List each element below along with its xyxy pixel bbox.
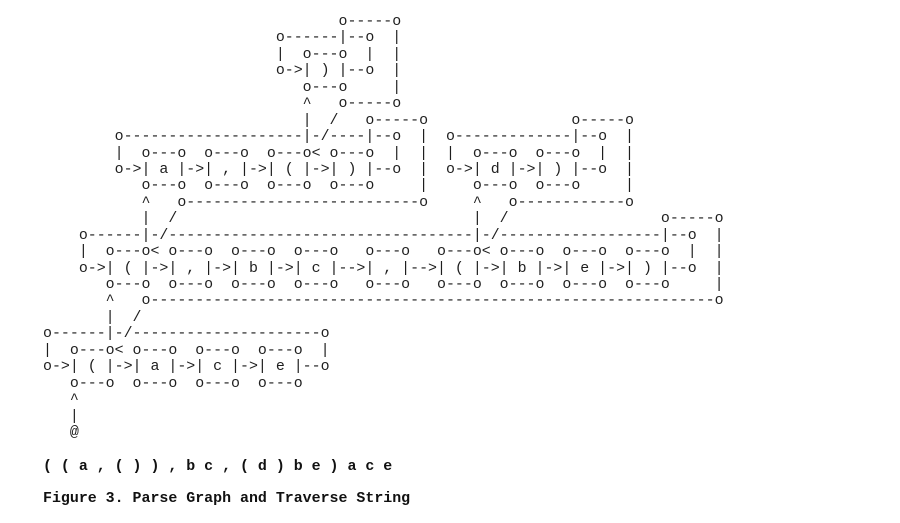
diagram-line: ^ (43, 392, 79, 409)
diagram-line: | (43, 408, 79, 425)
diagram-line: o------|-/---------------------o (43, 326, 330, 343)
diagram-line: | o---o o---o o---o< o---o | | | o---o o… (43, 145, 635, 162)
diagram-line: | o---o< o---o o---o o---o o---o o---o< … (43, 244, 724, 261)
diagram-line: ^ o-------------------------------------… (43, 293, 724, 310)
parse-graph-ascii-diagram: o-----o o------|--o | | o---o | | o->| )… (43, 14, 724, 441)
diagram-line: o->| ) |--o | (43, 63, 402, 80)
diagram-line: o---o | (43, 79, 402, 96)
diagram-line: ^ o-----o (43, 96, 402, 113)
diagram-line: | / | / o-----o (43, 211, 724, 228)
diagram-line: | o---o | | (43, 46, 402, 63)
diagram-line: o->| ( |->| a |->| c |->| e |--o (43, 359, 330, 376)
diagram-line: | / o-----o o-----o (43, 112, 635, 129)
diagram-line: | / (43, 309, 142, 326)
diagram-line: o---o o---o o---o o---o | o---o o---o | (43, 178, 635, 195)
diagram-line: @ (43, 424, 79, 441)
diagram-line: o------|--o | (43, 30, 402, 47)
figure-caption: Figure 3. Parse Graph and Traverse Strin… (43, 491, 411, 507)
traverse-string: ( ( a , ( ) ) , b c , ( d ) b e ) a c e (43, 459, 393, 475)
diagram-line: o---o o---o o---o o---o (43, 375, 303, 392)
diagram-line: o->| ( |->| , |->| b |->| c |-->| , |-->… (43, 260, 724, 277)
diagram-line: ^ o--------------------------o ^ o------… (43, 194, 635, 211)
diagram-line: o-----o (43, 14, 402, 30)
diagram-line: o------|-/------------------------------… (43, 227, 724, 244)
diagram-line: o--------------------|-/----|--o | o----… (43, 129, 635, 146)
diagram-line: o---o o---o o---o o---o o---o o---o o---… (43, 277, 724, 293)
diagram-line: | o---o< o---o o---o o---o | (43, 342, 330, 359)
diagram-line: o->| a |->| , |->| ( |->| ) |--o | o->| … (43, 161, 635, 178)
